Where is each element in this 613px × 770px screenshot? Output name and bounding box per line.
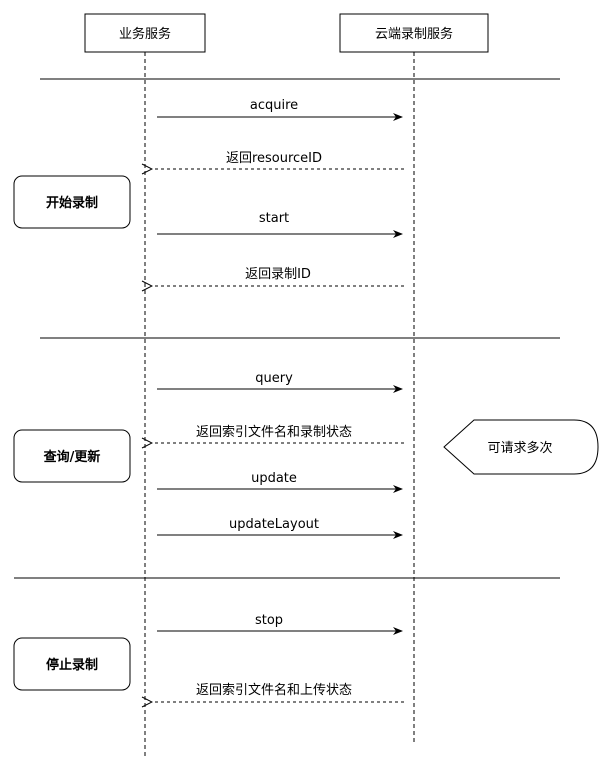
phase-stop: 停止录制: [13, 637, 131, 691]
message-update-layout-label: updateLayout: [229, 517, 319, 532]
note-callout: 可请求多次: [443, 419, 599, 475]
participant-business: 业务服务: [84, 13, 206, 53]
message-start-label: start: [259, 211, 289, 226]
phase-start: 开始录制: [13, 175, 131, 229]
message-query: query: [157, 371, 403, 393]
message-acquire: acquire: [157, 98, 403, 121]
message-query-label: query: [255, 371, 293, 386]
message-acquire-return: 返回resourceID: [152, 151, 404, 169]
phase-query-label: 查询/更新: [43, 449, 101, 465]
message-stop-return-label: 返回索引文件名和上传状态: [196, 682, 352, 698]
message-stop-return: 返回索引文件名和上传状态: [152, 682, 404, 702]
message-start-return: 返回录制ID: [152, 267, 404, 286]
message-query-return: 返回索引文件名和录制状态: [152, 424, 404, 443]
message-start-return-label: 返回录制ID: [245, 267, 311, 282]
message-start: start: [157, 211, 403, 238]
message-query-return-label: 返回索引文件名和录制状态: [196, 424, 352, 440]
participant-cloud: 云端录制服务: [339, 13, 489, 53]
message-stop-label: stop: [255, 613, 283, 628]
phase-stop-label: 停止录制: [46, 657, 98, 673]
phase-query: 查询/更新: [13, 429, 131, 483]
message-acquire-label: acquire: [250, 98, 298, 113]
participant-business-label: 业务服务: [119, 26, 171, 42]
note-callout-label: 可请求多次: [487, 440, 552, 456]
participant-cloud-label: 云端录制服务: [375, 26, 453, 42]
message-update: update: [157, 471, 403, 493]
message-update-label: update: [251, 471, 297, 486]
message-acquire-return-label: 返回resourceID: [226, 151, 322, 166]
message-stop: stop: [157, 613, 403, 635]
phase-start-label: 开始录制: [46, 195, 98, 211]
message-update-layout: updateLayout: [157, 517, 403, 539]
